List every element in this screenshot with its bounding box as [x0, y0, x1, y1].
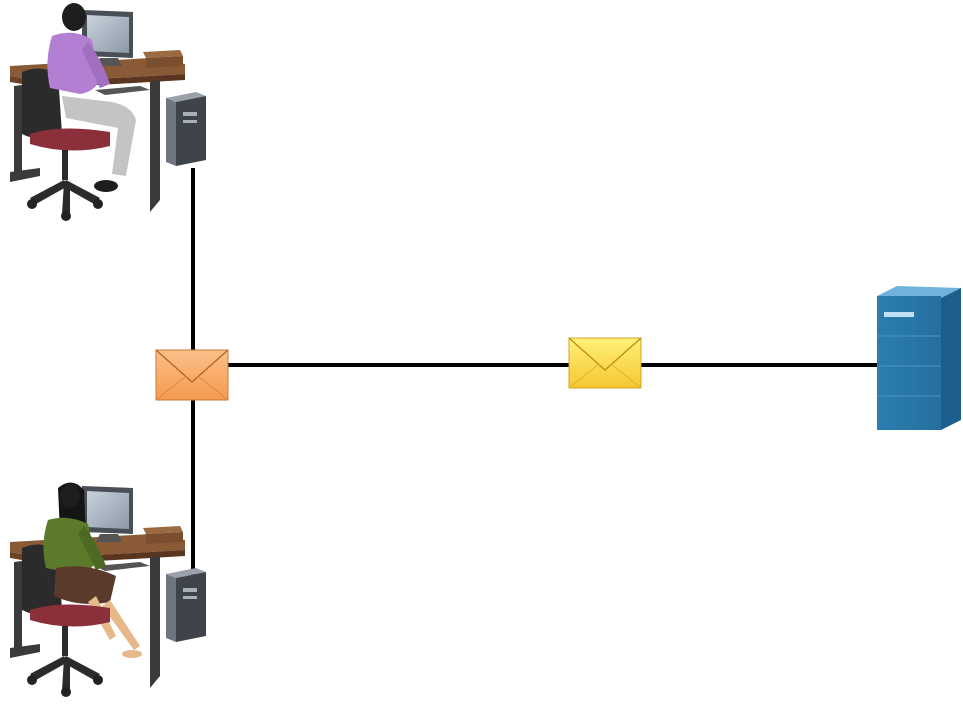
- workstation-bottom[interactable]: [10, 482, 206, 697]
- woman-user-icon: [22, 482, 142, 697]
- connection-lines: [191, 168, 877, 578]
- man-user-icon: [22, 3, 136, 221]
- server-icon[interactable]: [877, 286, 961, 430]
- pc-tower-icon: [166, 568, 206, 642]
- monitor-icon: [82, 10, 133, 66]
- envelope-yellow-icon: [568, 337, 642, 389]
- monitor-icon: [82, 486, 133, 542]
- workstation-top[interactable]: [10, 3, 206, 221]
- pc-tower-icon: [166, 92, 206, 166]
- envelope-orange-icon: [155, 349, 229, 401]
